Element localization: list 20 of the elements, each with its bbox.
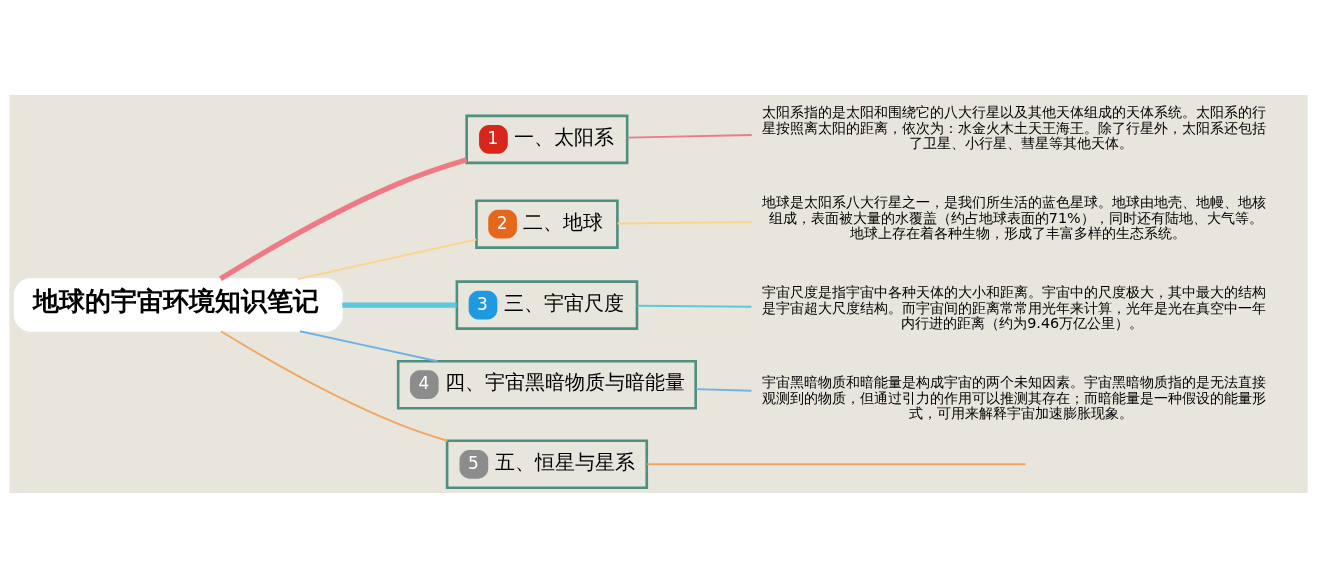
node-box: 4 四、宇宙黑暗物质与暗能量 — [396, 359, 697, 410]
connector — [296, 238, 478, 280]
node-box: 2 二、地球 — [475, 199, 619, 249]
connector — [695, 388, 753, 392]
connector — [219, 330, 449, 442]
node-box: 3 三、宇宙尺度 — [455, 280, 639, 330]
connector — [219, 157, 468, 282]
node-text: 太阳系指的是太阳和围绕它的八大行星以及其他天体组成的天体系统。太阳系的行星按照离太阳的距离，依次为：水金火木土天王海王。除了行星外，太阳系还包括了卫星、小行星、彗星等其他天体。 — [762, 103, 1267, 152]
connector — [342, 302, 457, 308]
node-box: 1 一、太阳系 — [465, 114, 629, 165]
node-box: 地球的宇宙环境知识笔记 — [13, 278, 343, 332]
node-box: 5 五、恒星与星系 — [445, 439, 649, 490]
node-text: 地球是太阳系八大行星之一，是我们所生活的蓝色星球。地球由地壳、地幔、地核组成，表面被大量的水覆盖（约占地球表面的71%），同时还有陆地、大气等。地球上存在着各种生物，形成了丰富多样的生态系统。 — [762, 193, 1267, 242]
connector — [646, 463, 1027, 466]
connector — [636, 304, 753, 308]
connector — [626, 133, 753, 139]
connector — [616, 221, 753, 225]
node-text: 宇宙尺度是指宇宙中各种天体的大小和距离。宇宙中的尺度极大，其中最大的结构是宇宙超大尺度结构。而宇宙间的距离常常用光年来计算，光年是光在真空中一年内行进的距离（约为9.46万亿公里）。 — [762, 284, 1267, 332]
connector — [298, 330, 439, 363]
node-text: 宇宙黑暗物质和暗能量是构成宇宙的两个未知因素。宇宙黑暗物质指的是无法直接观测到的物质，但通过引力的作用可以推测其存在；而暗能量是一种假设的能量形式，可用来解释宇宙加速膨胀现象。 — [762, 374, 1267, 422]
